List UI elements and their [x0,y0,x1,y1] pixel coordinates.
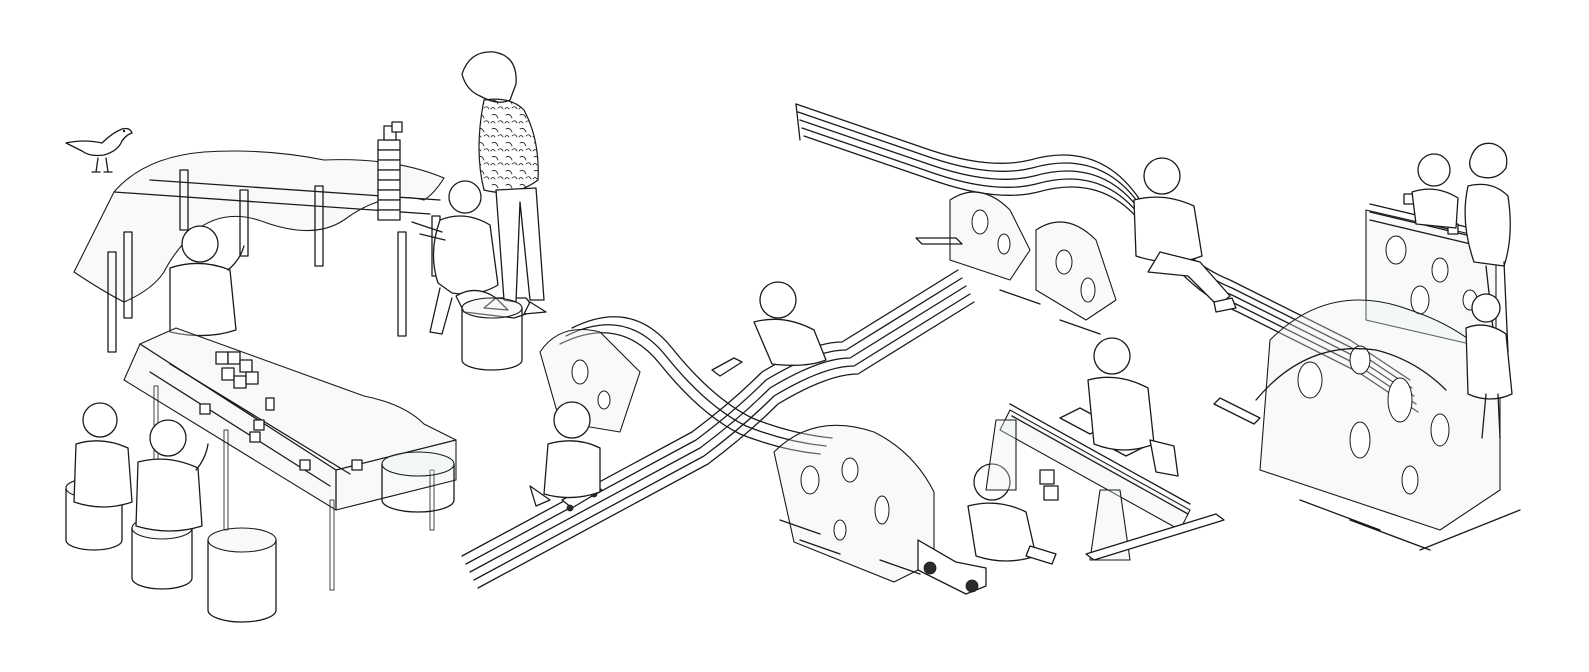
glass-desk-table [123,327,457,591]
track-supports-right [915,191,1117,335]
bird-icon [65,127,133,173]
curved-rail-track [461,269,975,589]
standing-adult-patterned [461,51,547,315]
large-cutout-frame [1213,299,1521,551]
toy-train-bench [985,337,1225,561]
children-at-track [529,281,1057,565]
block-tower [377,121,403,221]
standing-adults-right [1411,142,1513,439]
child-at-table-back [169,225,245,337]
small-blocks [199,351,363,471]
cutout-support-frames [539,328,935,583]
children-seated-left [73,402,209,532]
sitting-adult [1133,157,1237,313]
